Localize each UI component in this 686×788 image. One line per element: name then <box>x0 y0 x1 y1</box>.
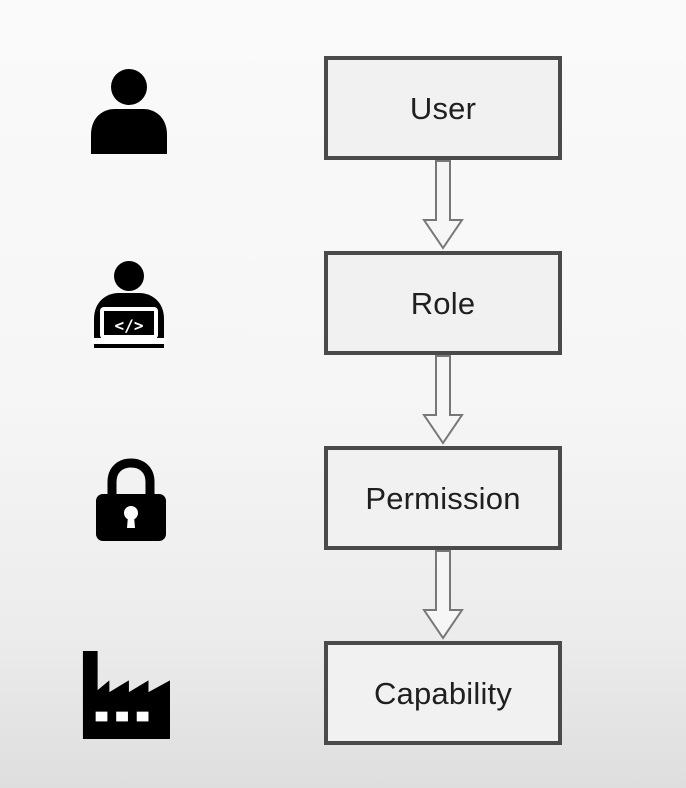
svg-text:</>: </> <box>115 316 144 335</box>
role-to-permission-arrow <box>418 355 468 445</box>
capability-node-label: Capability <box>373 676 513 711</box>
permission-node-label: Permission <box>365 481 521 516</box>
user-to-role-arrow <box>418 160 468 250</box>
role-node-label: Role <box>410 286 476 321</box>
developer-laptop-icon: </> <box>84 258 174 348</box>
capability-node: Capability <box>324 641 562 745</box>
factory-icon <box>80 650 170 740</box>
user-icon <box>84 64 174 154</box>
user-node: User <box>324 56 562 160</box>
lock-icon <box>86 454 176 544</box>
permission-to-capability-arrow <box>418 550 468 640</box>
permission-node: Permission <box>324 446 562 550</box>
role-node: Role <box>324 251 562 355</box>
user-node-label: User <box>409 91 477 126</box>
